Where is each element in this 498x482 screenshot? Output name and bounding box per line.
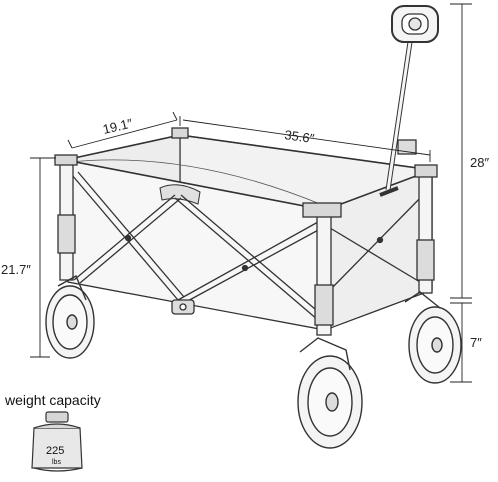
dimension-width-label: 19.1″: [101, 115, 134, 136]
dimension-handle-height-label: 28″: [470, 155, 489, 170]
wagon-frame-supports: [71, 171, 429, 321]
weight-capacity-badge: weight capacity 225 lbs: [4, 392, 101, 472]
wagon-pull-handle: [379, 5, 439, 197]
weight-icon: [31, 411, 83, 472]
weight-capacity-title: weight capacity: [4, 392, 101, 408]
dimension-length-label: 35.6″: [284, 127, 316, 146]
wagon-wheels: [45, 275, 462, 449]
dimension-wheel-label: 7″: [470, 335, 482, 350]
wheel-back-right: [404, 291, 462, 384]
wheel-front: [297, 337, 363, 449]
dimension-lines: [30, 3, 472, 383]
weight-capacity-unit: lbs: [52, 459, 61, 466]
dimension-body-height-label: 21.7″: [1, 262, 31, 277]
weight-capacity-value: 225: [46, 445, 64, 457]
wagon-legs: [54, 127, 438, 336]
wheel-back-left: [45, 275, 95, 359]
